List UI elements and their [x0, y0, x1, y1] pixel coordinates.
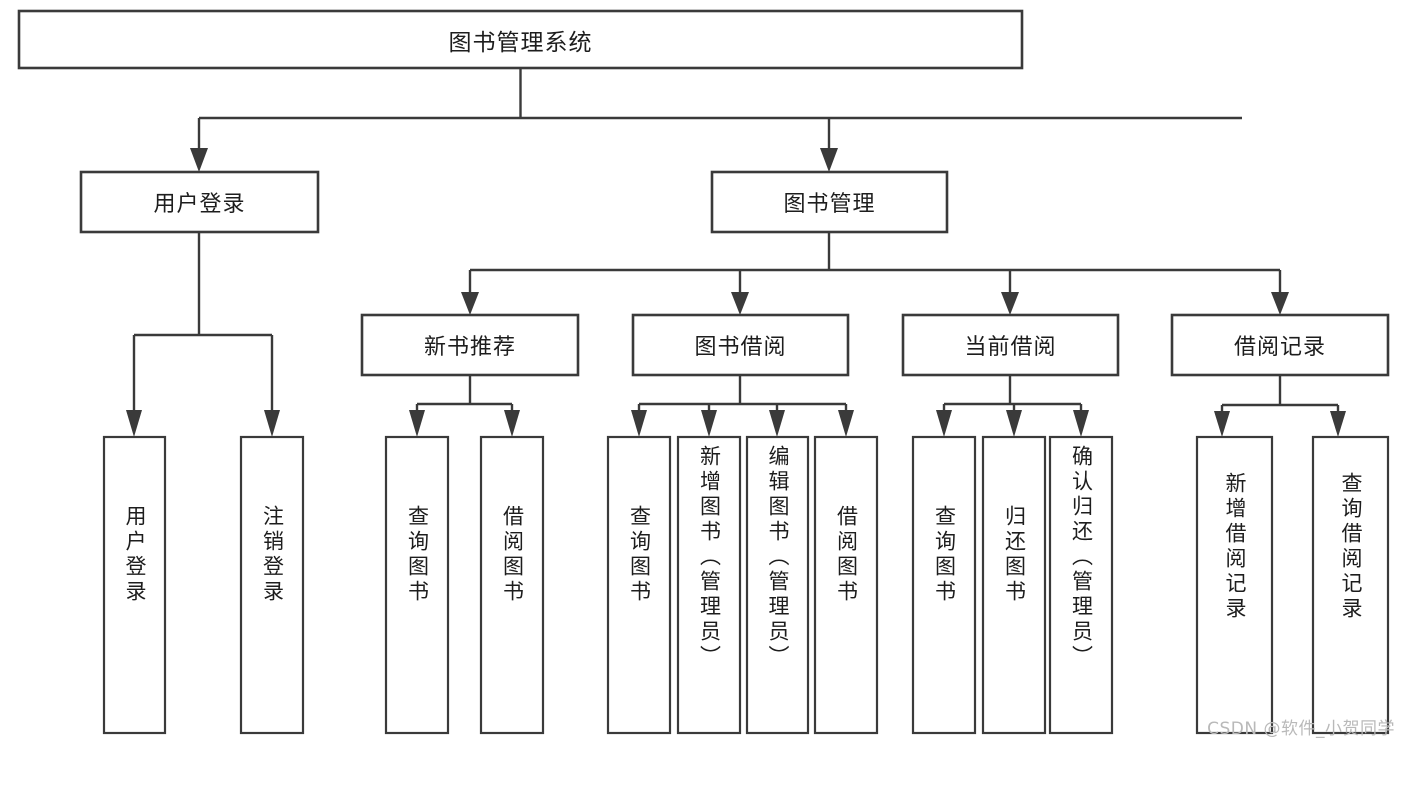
arrow-head-new-book-rec: [461, 292, 479, 315]
connector-group-bookborrow-to-leaves: [631, 375, 854, 437]
node-box-leaf-add-book-admin[interactable]: [676, 435, 742, 735]
node-box-leaf-query-book-c[interactable]: [911, 435, 977, 735]
node-box-leaf-confirm-return-admin[interactable]: [1048, 435, 1114, 735]
arrow-head-leaf-borrow-book-a: [504, 410, 520, 437]
arrow-head-book-borrow: [731, 292, 749, 315]
node-box-leaf-query-book-a[interactable]: [384, 435, 450, 735]
connector-group-currentborrow-to-leaves: [936, 375, 1089, 437]
node-box-leaf-query-record[interactable]: [1311, 435, 1390, 735]
node-box-leaf-query-book-b[interactable]: [606, 435, 672, 735]
arrow-head-leaf-borrow-book-b: [838, 410, 854, 437]
node-box-borrow-record[interactable]: [1170, 313, 1390, 377]
node-box-leaf-logout[interactable]: [239, 435, 305, 735]
node-box-root[interactable]: [17, 9, 1024, 70]
arrow-head-borrow-record: [1271, 292, 1289, 315]
node-box-leaf-edit-book-admin[interactable]: [745, 435, 810, 735]
arrow-head-leaf-query-book-b: [631, 410, 647, 437]
node-box-new-book-rec[interactable]: [360, 313, 580, 377]
arrow-head-leaf-logout: [264, 410, 280, 437]
arrow-head-leaf-query-book-a: [409, 410, 425, 437]
diagram-canvas: 图书管理系统 用户登录 图书管理 新书推荐 图书借阅 当前借阅 借阅记录 用户登…: [17, 9, 1395, 739]
arrow-head-leaf-add-record: [1214, 411, 1230, 437]
arrow-head-book-mgmt: [820, 148, 838, 172]
arrow-head-leaf-add-book: [701, 410, 717, 437]
arrow-head-current-borrow: [1001, 292, 1019, 315]
connector-group-root-to-level2: [190, 68, 1242, 172]
arrow-head-leaf-edit-book: [769, 410, 785, 437]
node-box-leaf-user-login[interactable]: [102, 435, 167, 735]
node-box-current-borrow[interactable]: [901, 313, 1120, 377]
connector-group-bookmgmt-to-level3: [461, 232, 1289, 315]
connector-group-newbookrec-to-leaves: [409, 375, 520, 437]
node-box-leaf-borrow-book-a[interactable]: [479, 435, 545, 735]
connector-group-userlogin-to-leaves: [126, 232, 280, 437]
arrow-head-user-login: [190, 148, 208, 172]
node-box-user-login[interactable]: [79, 170, 320, 234]
connector-group-borrowrecord-to-leaves: [1214, 375, 1346, 437]
arrow-head-leaf-query-book-c: [936, 410, 952, 437]
node-box-book-borrow[interactable]: [631, 313, 850, 377]
arrow-head-leaf-return-book: [1006, 410, 1022, 437]
node-box-leaf-borrow-book-b[interactable]: [813, 435, 879, 735]
node-box-book-mgmt[interactable]: [710, 170, 949, 234]
arrow-head-leaf-user-login: [126, 410, 142, 437]
tree-diagram-svg: [17, 9, 1390, 735]
node-box-leaf-return-book[interactable]: [981, 435, 1047, 735]
node-box-leaf-add-record[interactable]: [1195, 435, 1274, 735]
arrow-head-leaf-query-record: [1330, 411, 1346, 437]
arrow-head-leaf-confirm-return: [1073, 410, 1089, 437]
